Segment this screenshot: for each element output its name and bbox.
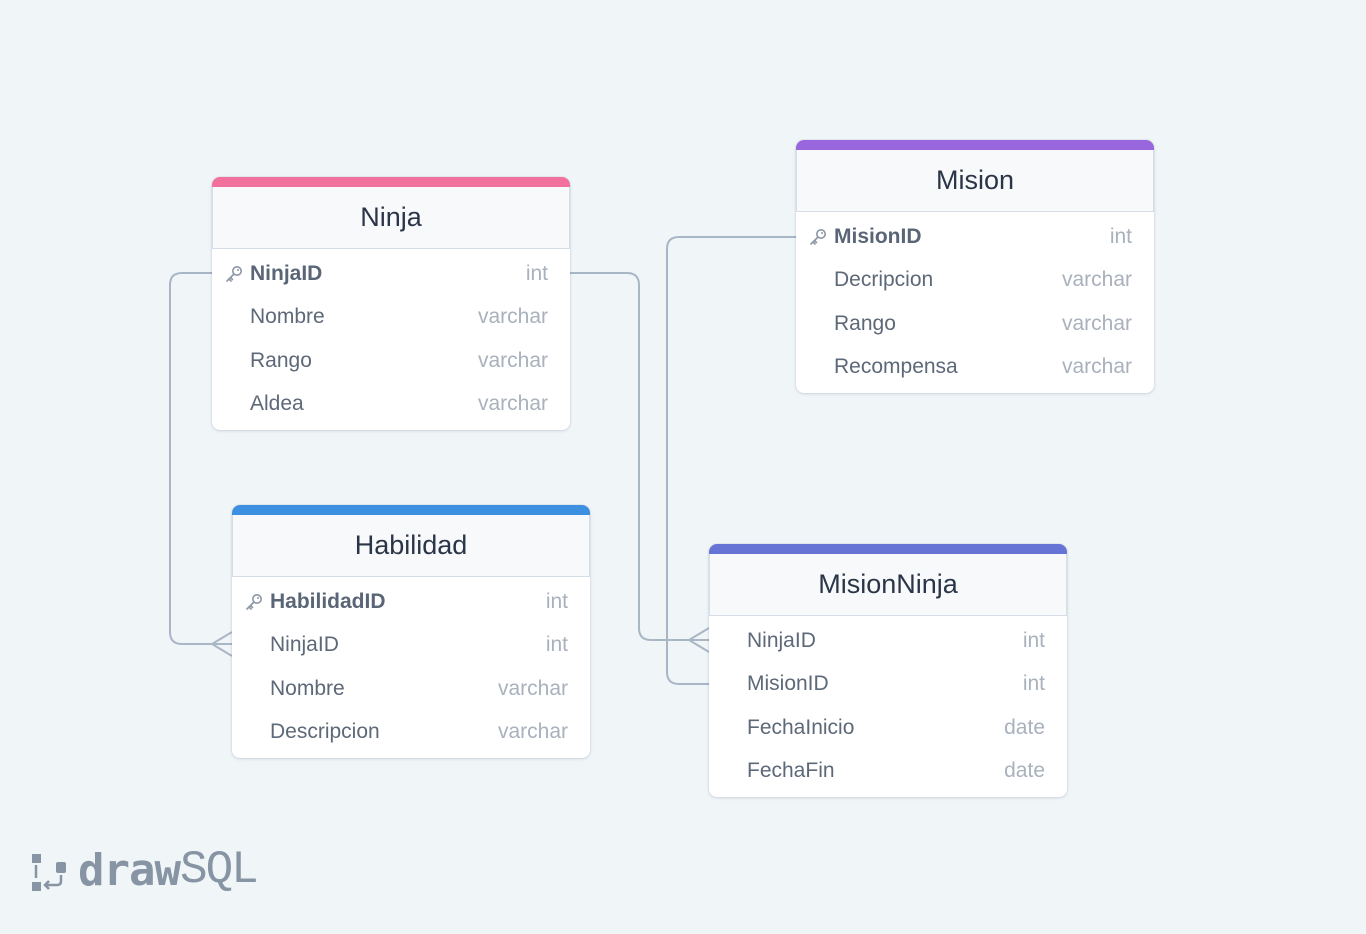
column-row[interactable]: Recompensa varchar <box>796 346 1154 390</box>
table-color-bar <box>212 177 570 187</box>
key-icon <box>808 227 828 247</box>
column-type: int <box>1022 672 1045 696</box>
column-name: HabilidadID <box>270 589 386 613</box>
column-name: Recompensa <box>834 355 958 379</box>
table-color-bar <box>232 505 590 515</box>
logo-text-sql: SQL <box>179 844 259 896</box>
column-list: NinjaID int Nombre varchar Rango varchar… <box>212 249 570 430</box>
column-type: int <box>525 261 548 285</box>
table-header[interactable]: Ninja <box>212 187 570 249</box>
column-name: NinjaID <box>250 261 323 285</box>
column-row[interactable]: Nombre varchar <box>232 667 590 711</box>
column-row[interactable]: FechaFin date <box>709 750 1067 794</box>
logo-text-draw: draw <box>78 844 181 896</box>
key-icon <box>244 592 264 612</box>
table-habilidad[interactable]: Habilidad HabilidadID int NinjaID int No… <box>232 505 590 758</box>
crowfoot-misionninja-ninjaid <box>687 627 710 653</box>
column-list: HabilidadID int NinjaID int Nombre varch… <box>232 577 590 758</box>
column-name: NinjaID <box>270 633 339 657</box>
table-mision[interactable]: Mision MisionID int Decripcion varchar R… <box>796 140 1154 393</box>
column-type: varchar <box>477 348 548 372</box>
column-row[interactable]: Rango varchar <box>212 339 570 383</box>
table-misionninja[interactable]: MisionNinja NinjaID int MisionID int Fec… <box>709 544 1067 797</box>
table-header[interactable]: Habilidad <box>232 515 590 577</box>
column-type: varchar <box>1061 268 1132 292</box>
table-header[interactable]: MisionNinja <box>709 554 1067 616</box>
column-type: int <box>545 633 568 657</box>
table-title: Mision <box>935 165 1015 195</box>
column-type: date <box>1004 759 1045 783</box>
table-title: Habilidad <box>354 530 468 560</box>
column-list: NinjaID int MisionID int FechaInicio dat… <box>709 616 1067 797</box>
column-row[interactable]: Nombre varchar <box>212 296 570 340</box>
column-name: MisionID <box>834 224 922 248</box>
table-title: MisionNinja <box>818 569 958 599</box>
column-name: Rango <box>834 311 896 335</box>
column-name: FechaFin <box>747 759 835 783</box>
column-type: int <box>1109 224 1132 248</box>
column-row[interactable]: NinjaID int <box>232 624 590 668</box>
column-type: varchar <box>497 676 568 700</box>
column-name: Decripcion <box>834 268 934 292</box>
column-type: varchar <box>497 720 568 744</box>
key-icon <box>224 264 244 284</box>
table-title: Ninja <box>360 202 422 232</box>
table-header[interactable]: Mision <box>796 150 1154 212</box>
column-type: varchar <box>1061 311 1132 335</box>
column-row[interactable]: Aldea varchar <box>212 383 570 427</box>
column-name: NinjaID <box>747 628 816 652</box>
drawsql-logo-icon <box>32 854 66 891</box>
column-row[interactable]: NinjaID int <box>709 619 1067 663</box>
column-name: Aldea <box>250 392 304 416</box>
drawsql-logo[interactable]: draw SQL <box>30 844 259 896</box>
column-row[interactable]: HabilidadID int <box>232 580 590 624</box>
column-type: int <box>1022 628 1045 652</box>
column-type: date <box>1004 715 1045 739</box>
table-color-bar <box>796 140 1154 150</box>
relationship-line-ninja-misionninja[interactable] <box>570 272 709 641</box>
column-type: varchar <box>477 305 548 329</box>
table-color-bar <box>709 544 1067 554</box>
column-name: Nombre <box>270 676 345 700</box>
column-name: FechaInicio <box>747 715 855 739</box>
table-ninja[interactable]: Ninja NinjaID int Nombre varchar Rango v… <box>212 177 570 430</box>
column-type: int <box>545 589 568 613</box>
column-row[interactable]: Rango varchar <box>796 302 1154 346</box>
column-row[interactable]: MisionID int <box>709 663 1067 707</box>
column-row[interactable]: NinjaID int <box>212 252 570 296</box>
column-name: MisionID <box>747 672 829 696</box>
column-name: Rango <box>250 348 312 372</box>
column-row[interactable]: MisionID int <box>796 215 1154 259</box>
column-type: varchar <box>1061 355 1132 379</box>
column-row[interactable]: Descripcion varchar <box>232 711 590 755</box>
column-name: Nombre <box>250 305 325 329</box>
column-row[interactable]: Decripcion varchar <box>796 259 1154 303</box>
column-type: varchar <box>477 392 548 416</box>
column-row[interactable]: FechaInicio date <box>709 706 1067 750</box>
column-list: MisionID int Decripcion varchar Rango va… <box>796 212 1154 393</box>
crowfoot-habilidad-ninjaid <box>210 631 233 657</box>
column-name: Descripcion <box>270 720 380 744</box>
